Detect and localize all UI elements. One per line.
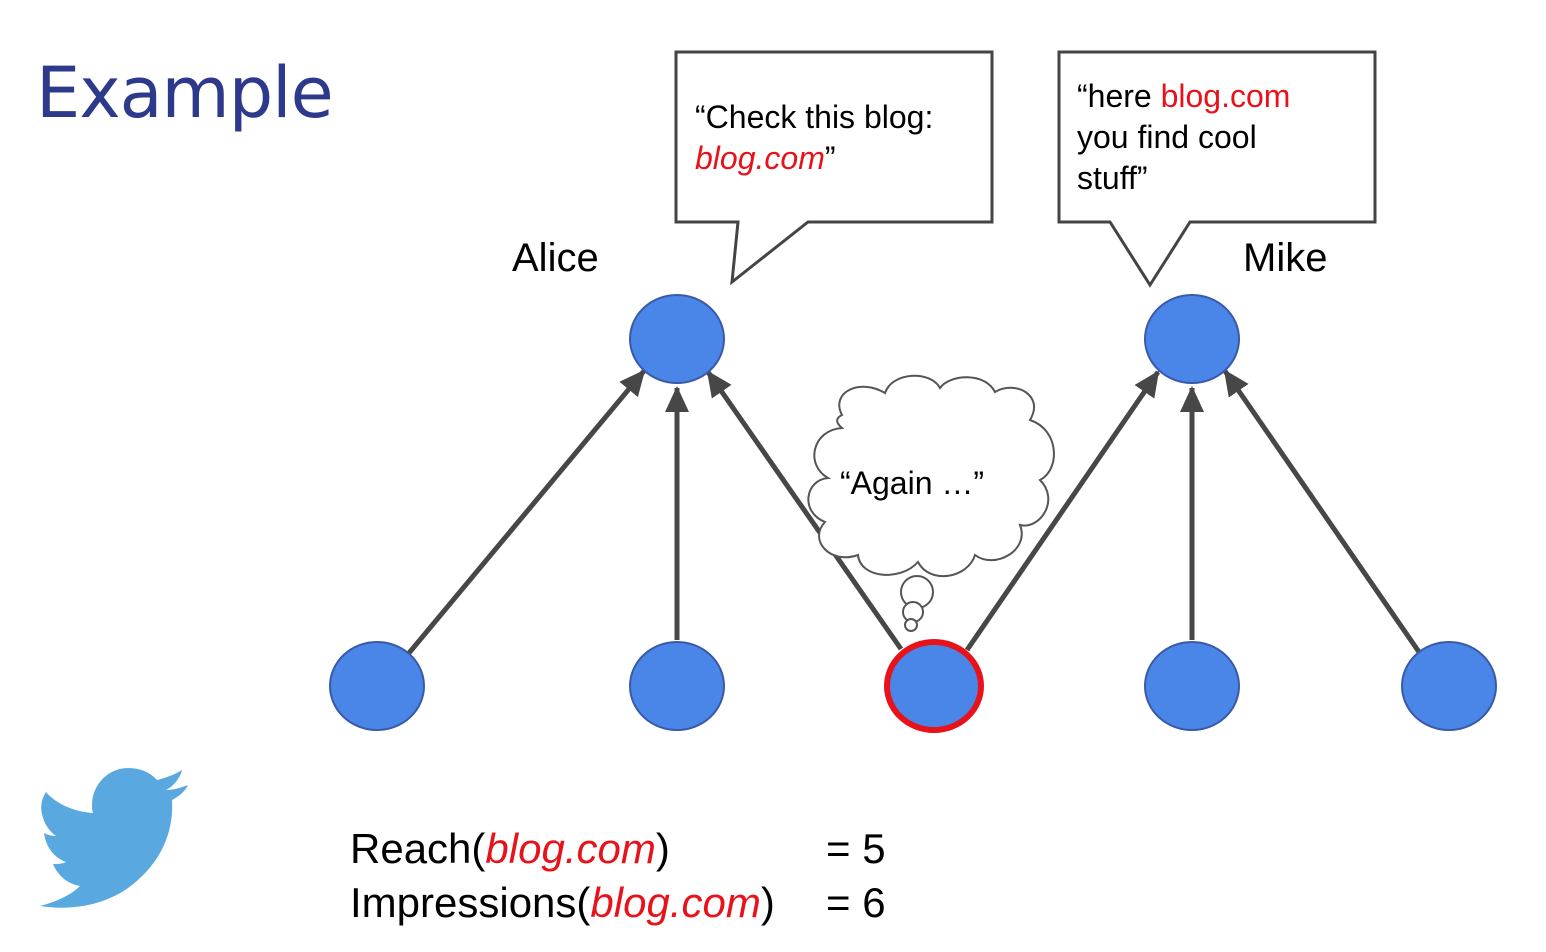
node-mike [1144,294,1240,384]
edge-follower3-alice [705,370,904,651]
mike-bubble-open: “here [1077,78,1161,114]
mike-speech-bubble [1057,50,1377,288]
mike-bubble-line2: you find cool [1077,119,1257,155]
mike-bubble-text: “here blog.com you find cool stuff” [1077,76,1290,199]
alice-bubble-line2: blog.com” [695,138,933,179]
metrics-block: Reach(blog.com) = 5 Impressions(blog.com… [350,822,886,930]
node-follower-2 [629,641,725,731]
twitter-bird-icon [40,768,188,908]
impressions-prefix: Impressions( [350,879,591,926]
impressions-row: Impressions(blog.com) = 6 [350,876,886,930]
thought-text: “Again …” [840,465,985,501]
reach-value: = 5 [826,825,886,872]
edge-follower3-mike [964,370,1161,652]
node-follower-1 [329,641,425,731]
reach-row: Reach(blog.com) = 5 [350,822,886,876]
node-alice [629,294,725,384]
node-follower-4 [1144,641,1240,731]
mike-label: Mike [1243,236,1328,280]
impressions-suffix: ) [760,879,775,926]
alice-bubble-line1: “Check this blog: [695,99,934,135]
alice-label: Alice [512,236,599,280]
alice-bubble-url: blog.com [695,140,825,176]
mike-bubble-url: blog.com [1160,78,1291,114]
mike-bubble-line1: “here blog.com [1077,76,1290,117]
alice-speech-bubble [674,50,994,286]
reach-suffix: ) [655,825,670,872]
alice-bubble-text: “Check this blog: blog.com” [695,97,933,179]
impressions-url: blog.com [590,879,761,926]
node-follower-5 [1401,641,1497,731]
reach-url: blog.com [485,825,656,872]
slide-title: Example [36,52,334,134]
edge-follower5-mike [1222,369,1422,654]
mike-bubble-line3: stuff” [1077,160,1148,196]
alice-bubble-close-quote: ” [824,140,836,176]
node-highlighted-user [884,639,984,733]
edge-follower1-alice [407,369,646,655]
impressions-value: = 6 [826,879,886,926]
thought-dot-small [904,618,918,632]
thought-cloud [807,374,1055,632]
reach-prefix: Reach( [350,825,486,872]
